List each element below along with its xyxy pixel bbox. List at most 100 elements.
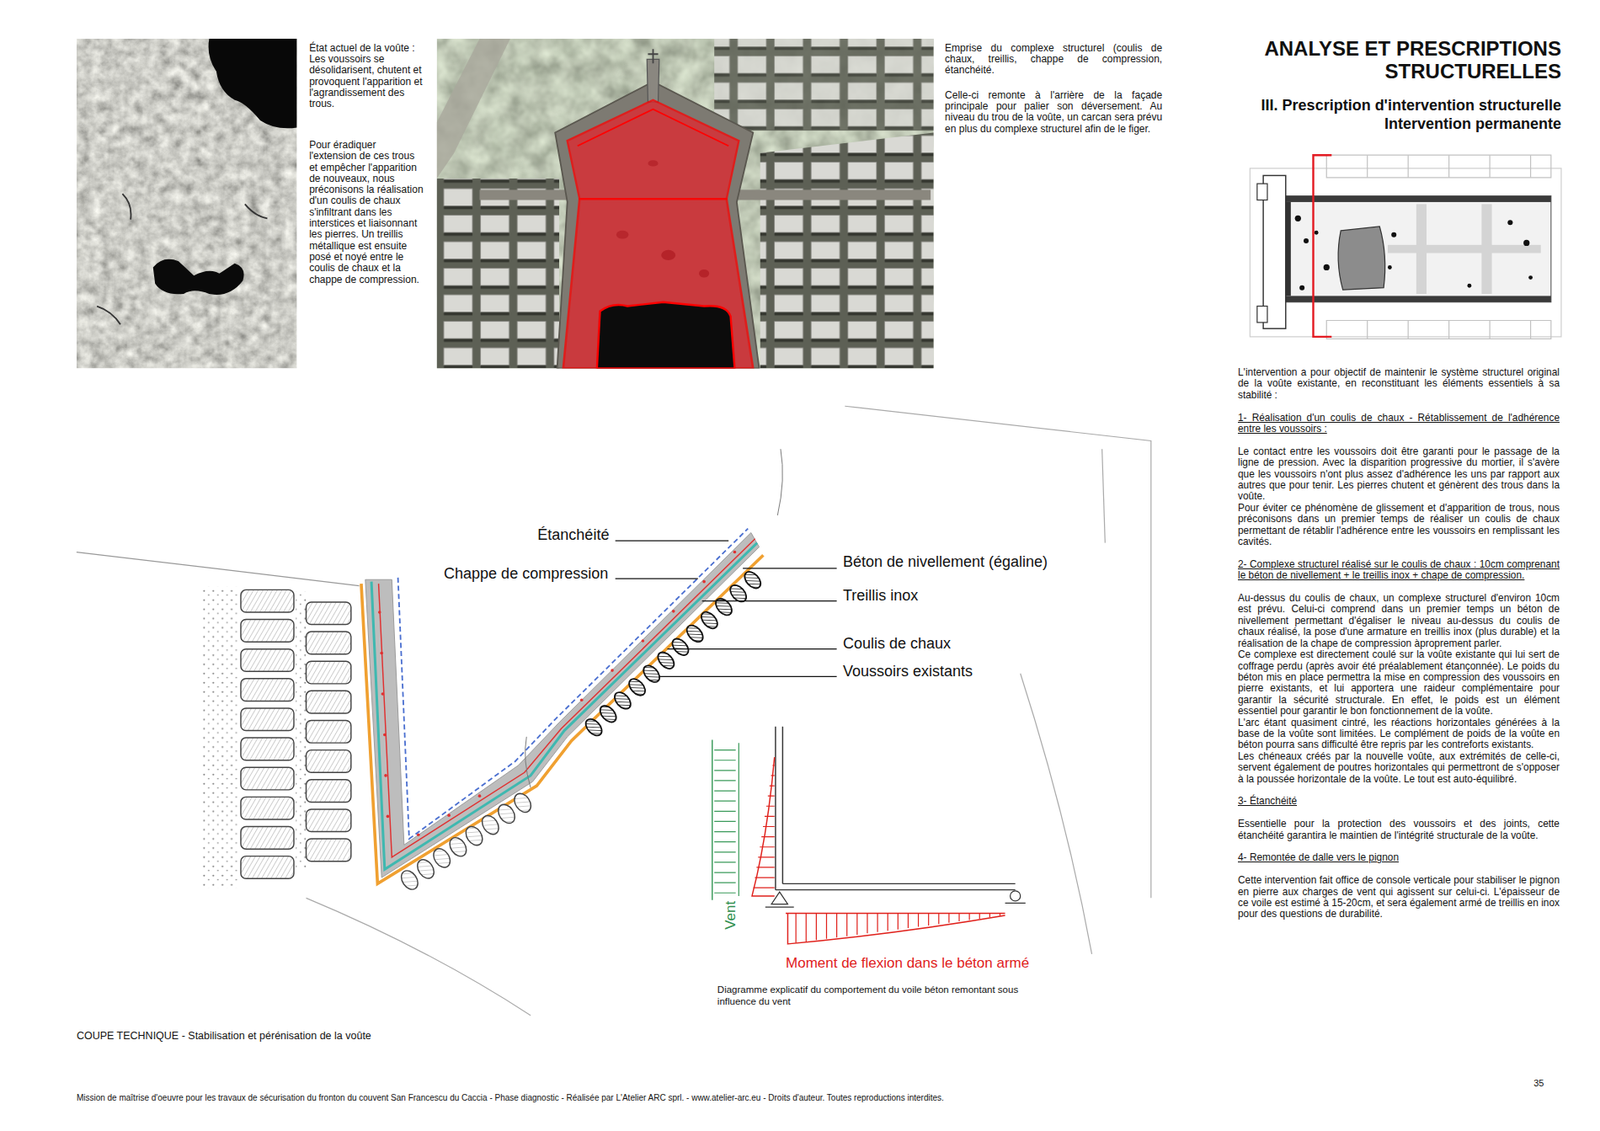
technical-section [240, 649, 294, 672]
callout-label: Chappe de compression [443, 565, 608, 583]
technical-section [702, 580, 706, 584]
wind-diagram [795, 912, 1000, 943]
technical-section [306, 750, 352, 774]
aerial-photo [577, 109, 729, 147]
footer-text: Mission de maîtrise d'oeuvre pour les tr… [76, 1093, 944, 1104]
aerial-photo [698, 269, 710, 278]
callout-label: Coulis de chaux [842, 634, 951, 653]
technical-section [580, 698, 584, 702]
wind-diagram [752, 757, 775, 896]
page-title: ANALYSE ET PRESCRIPTIONS STRUCTURELLES [1241, 37, 1562, 84]
technical-section [430, 845, 454, 871]
vault-plan [1523, 240, 1530, 246]
vault-plan [1528, 275, 1533, 280]
technical-section [306, 661, 352, 684]
technical-section [240, 737, 294, 761]
technical-section [306, 838, 352, 862]
vault-plan [1466, 283, 1472, 288]
text-column: L'intervention a pour objectif de mainte… [1237, 367, 1560, 921]
callout-label: Treillis inox [842, 586, 918, 605]
vault-photo [76, 38, 298, 368]
vault-plan [1391, 232, 1397, 238]
wind-diagram [1010, 890, 1021, 902]
technical-section [698, 608, 720, 632]
technical-section [306, 602, 352, 625]
technical-section [240, 767, 294, 790]
load-label: Vent [722, 901, 740, 930]
technical-section [712, 595, 735, 619]
aerial-photo [647, 160, 658, 166]
technical-section [306, 809, 352, 832]
technical-section [384, 773, 388, 778]
vault-plan [1249, 154, 1562, 339]
body-text: Au-dessus du coulis de chaux, un complex… [1237, 592, 1560, 650]
technical-section [202, 586, 240, 888]
photo-note: État actuel de la voûte : Les voussoirs … [309, 42, 424, 111]
page-number: 35 [1533, 1077, 1544, 1089]
body-text: Le contact entre les voussoirs doit être… [1237, 446, 1560, 503]
aerial-photo [437, 38, 934, 368]
aerial-photo [563, 198, 753, 368]
wind-diagram [712, 726, 1026, 944]
technical-section [398, 867, 422, 893]
aerial-photo [437, 38, 511, 179]
wind-diagram [1005, 902, 1026, 904]
section-heading: III. Prescription d'intervention structu… [1261, 96, 1562, 115]
technical-section [365, 533, 760, 879]
vault-plan [1323, 264, 1330, 271]
wind-diagram [771, 891, 788, 905]
technical-section [655, 649, 678, 672]
vault-plan [1387, 265, 1392, 270]
aerial-photo [437, 178, 560, 368]
callout-label: Voussoirs existants [842, 662, 973, 681]
technical-section [611, 688, 634, 712]
technical-section [597, 702, 619, 726]
technical-section [378, 538, 756, 858]
vault-plan [1257, 183, 1268, 200]
technical-section [240, 589, 352, 879]
technical-section [371, 543, 758, 870]
wind-diagram [785, 912, 1006, 914]
technical-section [495, 801, 519, 827]
technical-section [306, 690, 352, 714]
subsection-heading: 1- Réalisation d'un coulis de chaux - Ré… [1237, 412, 1560, 436]
technical-section [240, 826, 294, 850]
technical-section [478, 794, 482, 798]
technical-section [669, 635, 692, 659]
technical-section [525, 448, 784, 788]
technical-section [76, 405, 1152, 1015]
vault-plan [1338, 226, 1386, 290]
aerial-photo [647, 48, 658, 64]
technical-section [240, 708, 294, 731]
technical-section [447, 813, 451, 817]
technical-section [615, 540, 838, 677]
technical-section [295, 592, 306, 868]
body-text: Les chéneaux créés par la nouvelle voûte… [1237, 751, 1560, 785]
photo-note: Celle-ci remonte à l'arrière de la façad… [944, 90, 1163, 135]
technical-section [615, 540, 730, 542]
vault-photo [76, 38, 298, 368]
technical-section [386, 815, 390, 819]
technical-section [240, 796, 294, 820]
vault-plan [1249, 168, 1562, 337]
aerial-photo [616, 230, 630, 240]
subsection-heading: 2- Complexe structurel réalisé sur le co… [1237, 559, 1560, 582]
aerial-photo [437, 38, 934, 368]
body-text: L'arc étant quasiment cintré, les réacti… [1237, 717, 1560, 752]
technical-section [383, 733, 387, 737]
technical-section [641, 639, 646, 643]
technical-section [414, 856, 438, 882]
technical-section [306, 720, 352, 743]
technical-section [615, 577, 699, 579]
subsection-heading: 3- Étanchéité [1237, 795, 1560, 807]
technical-section [462, 823, 486, 849]
technical-section [683, 622, 706, 646]
aerial-photo [714, 38, 934, 131]
vault-plan [1295, 215, 1302, 222]
wind-diagram [765, 906, 795, 908]
aerial-photo [597, 302, 736, 369]
body-text: Ce complexe est directement coulé sur la… [1237, 649, 1560, 717]
vault-plan [1387, 245, 1542, 254]
illustration [76, 38, 1562, 1016]
technical-section [1102, 448, 1106, 543]
